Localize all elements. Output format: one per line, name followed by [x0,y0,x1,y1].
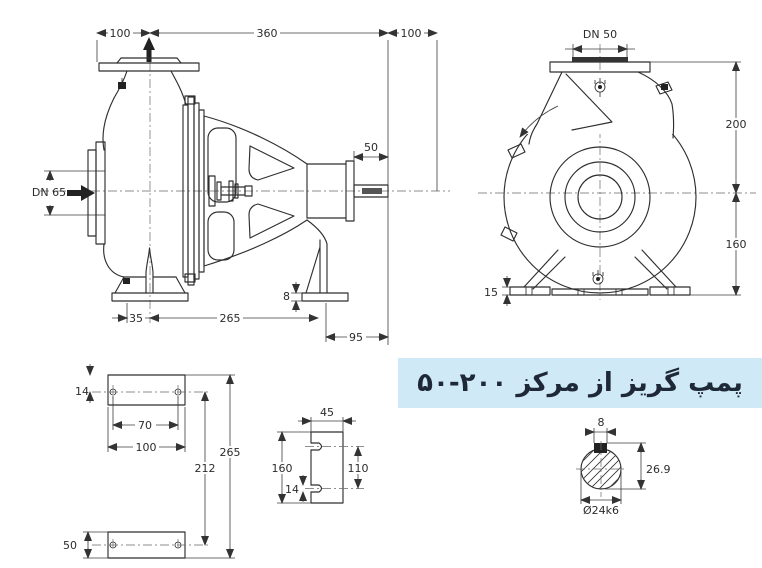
shaft-seal-assembly [208,175,253,207]
pump-foot-side [111,247,189,302]
flow-arrow-icon [67,185,95,201]
dim-label: DN 65 [32,186,66,199]
volute-casing-end [500,57,697,294]
side-view-bottom-dimensions: 35 265 8 95 [112,282,389,344]
dim-label: 45 [320,406,334,419]
dim-label: 265 [220,446,241,459]
dim-label: Ø24k6 [583,504,619,517]
dim-label: 14 [75,385,89,398]
dim-label: 50 [63,539,77,552]
dim-label: 100 [136,441,157,454]
discharge-arrow-icon [143,37,155,62]
dim-label: 200 [726,118,747,131]
dim-label: 8 [598,416,605,429]
end-view-right-dimensions: 200 160 [650,61,749,296]
end-view: DN 50 200 160 15 [484,28,749,306]
volute-casing-side [87,78,205,286]
dim-label: 160 [272,462,293,475]
dim-label: 70 [138,419,152,432]
dim-label: 265 [220,312,241,325]
shaft-section-view: 8 26.9 Ø24k6 [576,416,671,517]
side-view: 100 360 100 [32,27,438,345]
dim-label: 26.9 [646,463,671,476]
side-view-top-dimensions: 100 360 100 [96,27,438,345]
foot-side-view: 45 160 110 14 [269,406,371,504]
dim-label: 212 [195,462,216,475]
end-view-pad-dimension: 15 [484,276,511,306]
dim-label: 50 [364,141,378,154]
rotation-arrow-icon [519,105,559,138]
dim-label: 15 [484,286,498,299]
title-banner-text: پمپ گریز از مرکز ۲۰۰-۵۰ [417,368,743,398]
discharge-flange-side [98,37,200,106]
vent-plug-icon [594,78,606,97]
dim-label: 95 [349,331,363,344]
suction-nozzle-callout: DN 65 [32,170,95,216]
dim-label: 100 [110,27,131,40]
dim-label: 35 [129,312,143,325]
dim-label: 100 [401,27,422,40]
dim-label: 360 [257,27,278,40]
shaft-extension: 50 [353,141,389,198]
dim-label: 14 [285,483,299,496]
dim-label: 8 [283,290,290,303]
foot-plan-view: 14 70 100 50 212 265 [63,364,243,559]
drain-plug-icon [592,270,604,285]
dim-label: 110 [348,462,369,475]
title-banner: پمپ گریز از مرکز ۲۰۰-۵۰ [398,358,762,408]
discharge-nozzle-callout: DN 50 [565,28,635,57]
dim-label: DN 50 [583,28,617,41]
bearing-support-foot [301,239,349,302]
support-legs-end [509,249,691,296]
dim-label: 160 [726,238,747,251]
